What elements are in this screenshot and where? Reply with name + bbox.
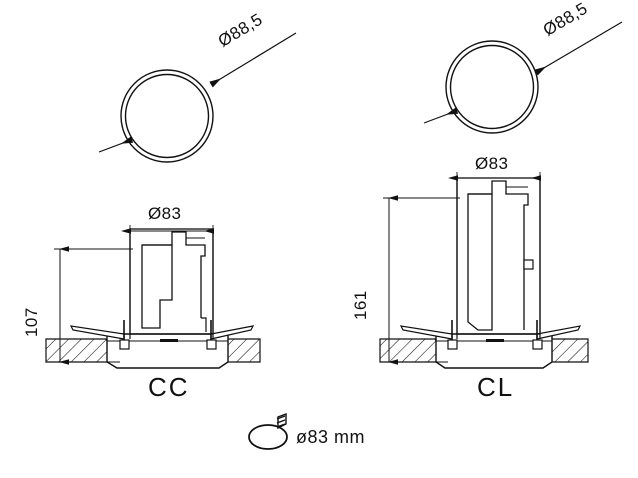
cc-height-label: 107 — [22, 307, 41, 337]
cc-reflector-body — [141, 244, 173, 329]
cl-body-diameter-label: Ø83 — [475, 154, 509, 173]
drill-bit-flutes — [276, 415, 286, 428]
cl-plan-leader-lower — [423, 107, 459, 124]
cl-clip-base-left — [447, 339, 458, 350]
cl-driver-housing — [491, 180, 529, 330]
drill-hole-icon — [248, 412, 288, 450]
cc-body-diameter-label: Ø83 — [148, 204, 182, 223]
drill-hole-ellipse — [248, 424, 288, 450]
cc-plan-view — [98, 32, 297, 163]
cc-spring-clip-left — [69, 325, 125, 340]
cl-outer-circle — [445, 40, 539, 134]
cc-clip-base-right — [206, 339, 217, 350]
cc-driver-housing — [171, 231, 206, 318]
cl-view-name: CL — [477, 372, 515, 402]
cc-section-view — [45, 225, 261, 369]
cl-spring-clip-right — [536, 325, 582, 340]
cl-inner-circle — [449, 44, 535, 130]
cc-inner-circle — [124, 73, 210, 159]
cl-clip-base-right — [532, 339, 543, 350]
cc-spring-clip-right — [210, 325, 255, 340]
cl-reflector-body — [467, 193, 493, 331]
cc-outer-circle — [120, 69, 214, 163]
cc-plan-leader-lower — [98, 136, 134, 153]
cl-bracket-detail — [523, 259, 534, 270]
cc-trim-detail — [160, 339, 178, 342]
cc-view-name: CC — [148, 372, 190, 402]
cutout-note-label: ø83 mm — [296, 427, 366, 447]
cl-height-label: 161 — [351, 290, 370, 320]
cl-trim-detail — [486, 339, 504, 342]
cc-clip-base-left — [119, 339, 130, 350]
cc-bracket-detail — [201, 317, 207, 332]
cl-plan-view — [423, 21, 623, 134]
cl-plan-leader-upper — [534, 21, 623, 76]
cl-section-view — [379, 172, 589, 369]
cl-spring-clip-left — [399, 325, 453, 340]
cc-plan-leader-upper — [209, 32, 297, 88]
